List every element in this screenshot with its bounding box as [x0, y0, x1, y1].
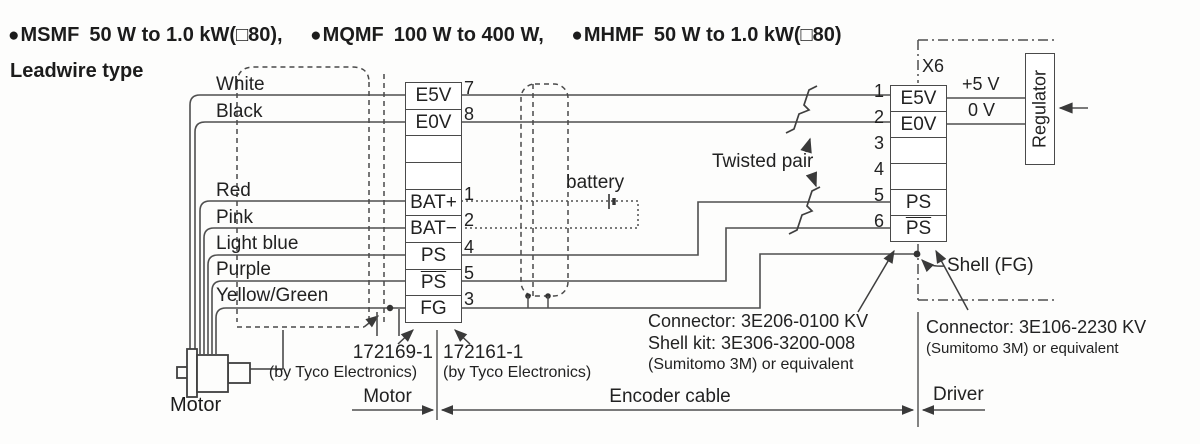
- cell-e0v: E0V: [891, 111, 946, 137]
- shell-pointer: [913, 250, 945, 273]
- left-pin-7: 7: [464, 78, 475, 98]
- motor-icon: [176, 330, 284, 398]
- bullet-icon: ●: [8, 25, 20, 46]
- regulator-wires: [946, 97, 1088, 125]
- right-pin-6: 6: [873, 211, 884, 231]
- section-lines: [352, 312, 985, 427]
- model-name: MQMF: [322, 24, 384, 46]
- motor-label: Motor: [170, 394, 222, 416]
- battery-label: battery: [566, 172, 625, 193]
- cell-ps-bar: PS: [891, 215, 946, 241]
- cell-bat-minus: BAT−: [406, 215, 461, 242]
- note-line: (Sumitomo 3M) or equivalent: [648, 356, 854, 373]
- cable-plug-mfr: (by Tyco Electronics): [443, 364, 592, 381]
- right-pin-3: 3: [873, 133, 884, 153]
- note-line: Connector: 3E106-2230 KV: [926, 317, 1147, 337]
- signal-label: BAT+: [410, 191, 457, 213]
- motor-plug-part: 172169-1: [352, 342, 433, 363]
- regulator-label: Regulator: [1029, 69, 1050, 149]
- wire-label-light-blue: Light blue: [216, 233, 299, 254]
- model-power-range: 50 W to 1.0 kW(□80): [653, 24, 842, 46]
- encoder-cable-wires: [461, 94, 915, 309]
- twisted-pair-marks: [785, 85, 821, 235]
- left-pin-3: 3: [464, 289, 475, 309]
- motor-plug-mfr: (by Tyco Electronics): [268, 364, 418, 381]
- right-pin-4: 4: [873, 159, 884, 179]
- cell-blank: [891, 163, 946, 189]
- cell-ps: PS: [891, 189, 946, 215]
- bullet-icon: ●: [310, 25, 322, 46]
- cell-blank: [406, 135, 461, 162]
- wire-label-white: White: [216, 74, 265, 95]
- model-name: MSMF: [20, 24, 80, 46]
- diagram-subtitle: Leadwire type: [10, 60, 144, 82]
- wire-label-purple: Purple: [216, 259, 271, 280]
- motor-side-connector-block: E5V E0V BAT+ BAT− PS PS FG: [405, 82, 462, 323]
- cell-e0v: E0V: [406, 108, 461, 136]
- model-item-msmf: ●MSMF 50 W to 1.0 kW(□80),: [8, 24, 283, 46]
- driver-side-connector-note: Connector: 3E106-2230 KV (Sumitomo 3M) o…: [926, 316, 1146, 359]
- left-pin-2: 2: [464, 210, 475, 230]
- cell-ps-bar: PS: [406, 268, 461, 296]
- signal-label: FG: [420, 298, 447, 320]
- signal-label: PS: [420, 244, 447, 266]
- wire-label-black: Black: [216, 101, 263, 122]
- leadwire-sheath: [236, 66, 385, 328]
- left-pin-4: 4: [464, 237, 475, 257]
- right-pin-5: 5: [873, 185, 884, 205]
- left-pin-8: 8: [464, 104, 475, 124]
- signal-label: PS: [905, 191, 932, 213]
- cell-blank: [891, 137, 946, 163]
- x6-connector-label: X6: [922, 56, 945, 76]
- driver-x6-connector-block: E5V E0V PS PS: [890, 85, 947, 242]
- zerov-label: 0 V: [968, 100, 996, 120]
- cell-bat-plus: BAT+: [406, 188, 461, 216]
- model-power-range: 100 W to 400 W,: [393, 24, 544, 46]
- wire-label-yellow-green: Yellow/Green: [216, 285, 329, 306]
- signal-label: BAT−: [410, 218, 457, 240]
- section-motor: Motor: [363, 386, 412, 407]
- cell-blank: [406, 162, 461, 189]
- twisted-pair-label: Twisted pair: [712, 151, 814, 172]
- wire-label-red: Red: [216, 180, 251, 201]
- note-line: Shell kit: 3E306-3200-008: [648, 333, 856, 353]
- left-pin-1: 1: [464, 184, 475, 204]
- shield-to-fg-junction: [363, 304, 400, 336]
- note-line: Connector: 3E206-0100 KV: [648, 311, 869, 331]
- signal-label: PS: [905, 217, 932, 239]
- connector-note-arrows: [397, 249, 969, 345]
- cell-e5v: E5V: [891, 86, 946, 111]
- section-driver: Driver: [933, 384, 984, 405]
- model-power-range: 50 W to 1.0 kW(□80),: [89, 24, 283, 46]
- signal-label: E5V: [900, 87, 937, 109]
- right-pin-1: 1: [873, 81, 884, 101]
- cell-fg: FG: [406, 295, 461, 322]
- signal-label: PS: [420, 271, 447, 293]
- signal-label: E0V: [415, 111, 452, 133]
- plus5v-label: +5 V: [962, 74, 1000, 94]
- signal-label: E0V: [900, 113, 937, 135]
- encoder-side-connector-note: Connector: 3E206-0100 KV Shell kit: 3E30…: [648, 310, 868, 375]
- cell-ps: PS: [406, 242, 461, 269]
- leadwires: [189, 94, 406, 354]
- section-encoder-cable: Encoder cable: [609, 386, 731, 407]
- model-name: MHMF: [583, 24, 644, 46]
- shell-fg-label: Shell (FG): [947, 255, 1034, 276]
- left-pin-5: 5: [464, 263, 475, 283]
- model-item-mqmf: ●MQMF 100 W to 400 W,: [310, 24, 544, 46]
- wire-label-pink: Pink: [216, 207, 253, 228]
- cable-plug-part: 172161-1: [443, 342, 524, 363]
- note-line: (Sumitomo 3M) or equivalent: [926, 340, 1119, 357]
- battery-circuit: [461, 194, 639, 229]
- signal-label: E5V: [415, 84, 452, 106]
- model-item-mhmf: ●MHMF 50 W to 1.0 kW(□80): [571, 24, 841, 46]
- right-pin-2: 2: [873, 107, 884, 127]
- bullet-icon: ●: [571, 25, 583, 46]
- cell-e5v: E5V: [406, 83, 461, 109]
- regulator-box: Regulator: [1025, 53, 1055, 165]
- cable-junction: [520, 83, 569, 308]
